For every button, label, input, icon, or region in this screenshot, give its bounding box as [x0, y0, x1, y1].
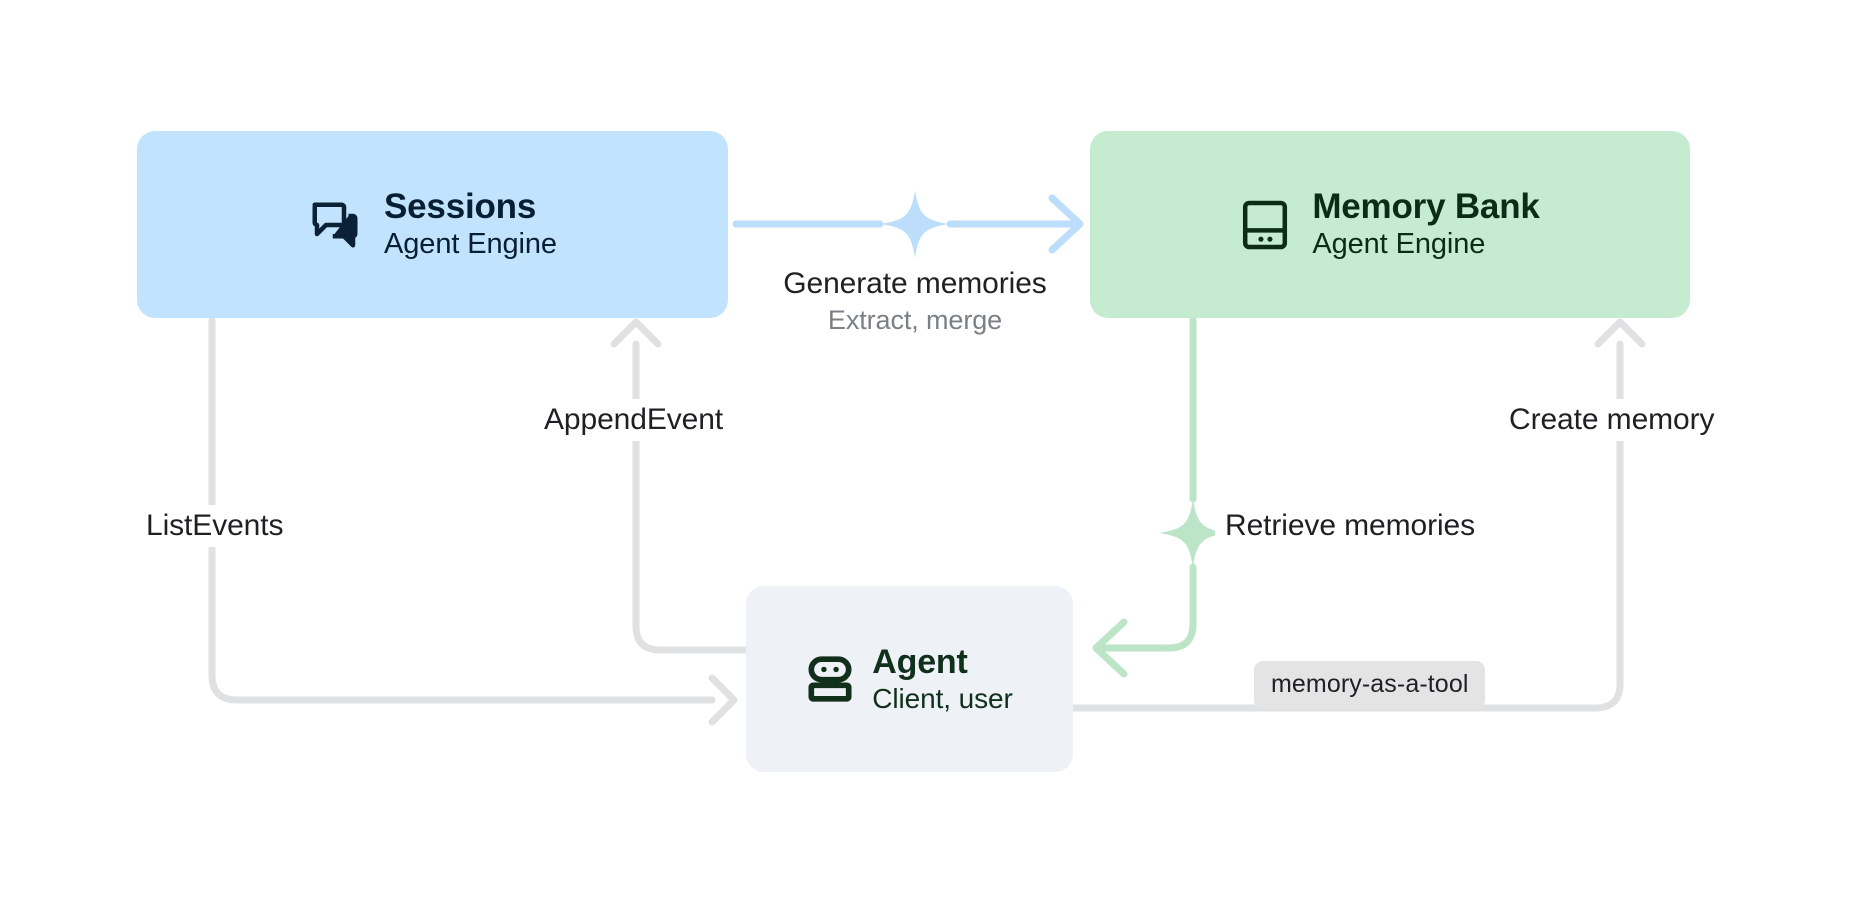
node-subtitle: Client, user [872, 682, 1013, 714]
sparkle-icon [1159, 499, 1227, 567]
node-memory-bank[interactable]: Memory Bank Agent Engine [1090, 131, 1690, 318]
node-sessions[interactable]: Sessions Agent Engine [137, 131, 728, 318]
node-title: Memory Bank [1312, 187, 1540, 227]
edge-append-event [610, 318, 750, 654]
edge-label-primary: Generate memories [783, 267, 1047, 300]
edge-label-retrieve-memories: Retrieve memories [1215, 505, 1486, 547]
database-storage-icon [1240, 198, 1290, 252]
node-title: Agent [872, 643, 968, 682]
node-subtitle: Agent Engine [384, 228, 557, 261]
edge-label-generate-memories: Generate memories Extract, merge [770, 265, 1060, 338]
edge-create-memory [1069, 318, 1646, 712]
edge-generate-memories [732, 190, 1084, 258]
forum-icon [308, 198, 362, 252]
edge-retrieve-memories [1092, 316, 1227, 678]
robot-icon [806, 654, 854, 704]
node-agent[interactable]: Agent Client, user [746, 586, 1073, 772]
edge-label-append-event: AppendEvent [534, 399, 734, 441]
node-subtitle: Agent Engine [1312, 228, 1486, 261]
edge-label-create-memory: Create memory [1497, 399, 1727, 441]
edge-label-secondary: Extract, merge [827, 305, 1003, 335]
badge-memory-as-a-tool: memory-as-a-tool [1254, 661, 1486, 709]
node-title: Sessions [384, 187, 537, 227]
edge-list-events [208, 316, 738, 726]
sparkle-icon [881, 190, 949, 258]
edge-label-list-events: ListEvents [136, 505, 294, 547]
